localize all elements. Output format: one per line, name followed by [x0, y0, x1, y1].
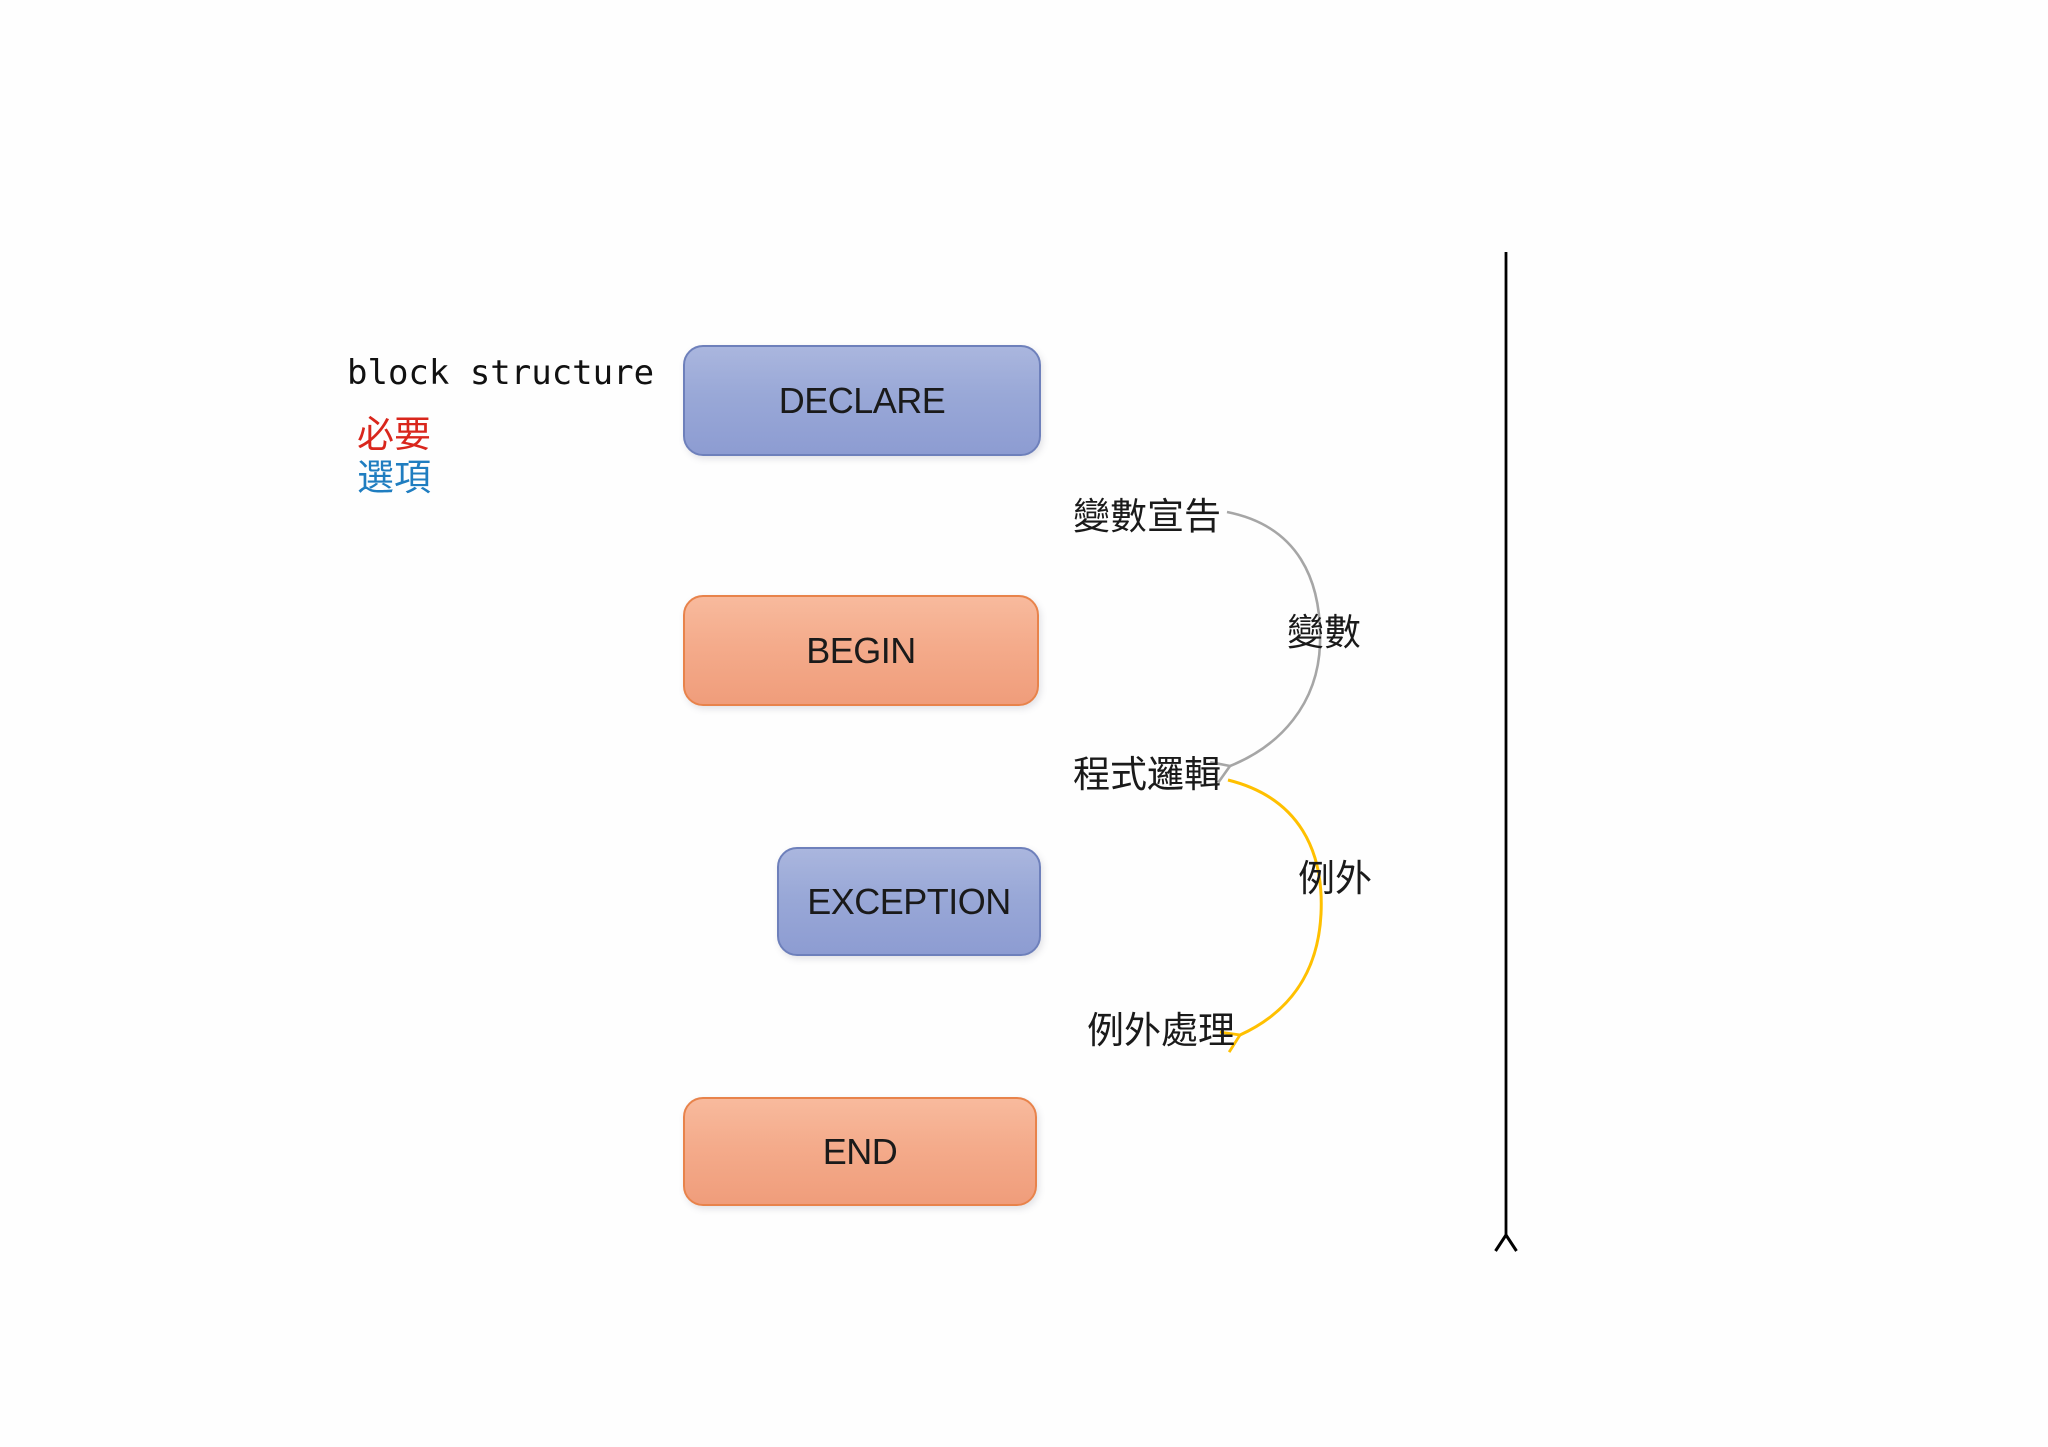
- diagram-title: block structure: [347, 353, 655, 393]
- block-declare: DECLARE: [683, 345, 1041, 456]
- legend-required-label: 必要: [357, 414, 431, 455]
- variable-flow-curve: [1209, 510, 1322, 784]
- block-begin: BEGIN: [683, 595, 1039, 706]
- annotation-exception: 例外: [1298, 858, 1372, 899]
- block-exception-label: EXCEPTION: [807, 880, 1011, 922]
- legend-optional-label: 選項: [357, 457, 431, 498]
- exception-flow-curve: [1219, 778, 1323, 1053]
- block-end: END: [683, 1097, 1037, 1206]
- annotation-variable: 變數: [1287, 612, 1361, 653]
- annotation-variable-declaration: 變數宣告: [1073, 496, 1221, 537]
- block-exception: EXCEPTION: [777, 847, 1041, 956]
- block-begin-label: BEGIN: [806, 629, 916, 671]
- block-declare-label: DECLARE: [778, 379, 946, 421]
- block-end-label: END: [822, 1130, 898, 1172]
- annotation-program-logic: 程式邏輯: [1073, 754, 1221, 795]
- annotation-exception-handling: 例外處理: [1087, 1010, 1235, 1051]
